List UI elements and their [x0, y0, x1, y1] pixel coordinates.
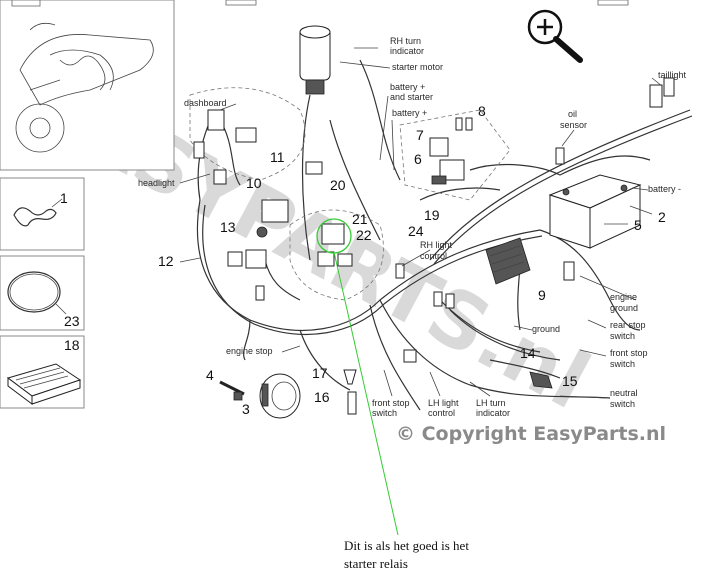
label-battery-plus: battery + [392, 108, 427, 118]
label-dashboard: dashboard [184, 98, 227, 108]
callout-labels: RH turn indicator starter motor battery … [138, 36, 687, 418]
label-oil: oil [568, 109, 577, 119]
starter-motor[interactable] [299, 25, 331, 95]
label-battery-minus: battery - [648, 184, 681, 194]
label-rear-stop: rear stop [610, 320, 646, 330]
label-neutral-switch: switch [610, 399, 635, 409]
part-number-4: 4 [206, 367, 214, 383]
annotation-line-1: Dit is als het goed is het [344, 538, 469, 553]
top-tab-left [225, 0, 257, 6]
bolt-4[interactable] [219, 380, 245, 401]
label-neutral: neutral [610, 388, 638, 398]
part-number-19: 19 [424, 207, 440, 223]
label-lh-light: LH light [428, 398, 459, 408]
part-number-15: 15 [562, 373, 578, 389]
label-engine-ground: ground [610, 303, 638, 313]
part-number-13: 13 [220, 219, 236, 235]
label-battery-plus-and-starter-2: and starter [390, 92, 433, 102]
label-engine: engine [610, 292, 637, 302]
part-number-17: 17 [312, 365, 328, 381]
label-rh-turn-indicator: indicator [390, 46, 424, 56]
label-front-stop: front stop [610, 348, 648, 358]
part-number-18: 18 [64, 337, 80, 353]
engine-stop-connector[interactable] [255, 285, 265, 301]
component-17[interactable] [343, 369, 357, 385]
part-number-12: 12 [158, 253, 174, 269]
part-number-20: 20 [330, 177, 346, 193]
component-16[interactable] [347, 391, 357, 415]
label-rear-stop-switch: switch [610, 331, 635, 341]
relay-group-outline [289, 209, 384, 301]
component-10[interactable] [256, 199, 289, 238]
leader-lines [179, 47, 663, 399]
battery-relay-group-outline [399, 109, 511, 201]
label-front-stop-switch: switch [610, 359, 635, 369]
battery[interactable] [548, 174, 642, 249]
annotation-pointer [333, 251, 399, 536]
starter-relay[interactable] [317, 223, 353, 267]
label-fs-switch: switch [372, 408, 397, 418]
relay-7[interactable] [429, 137, 449, 157]
zoom-in-icon[interactable] [527, 9, 583, 63]
component-11[interactable] [305, 161, 323, 175]
motorcycle-thumbnail[interactable] [0, 0, 175, 171]
label-battery-plus-and-starter-1: battery + [390, 82, 425, 92]
label-headlight: headlight [138, 178, 175, 188]
label-lh-light-control: control [428, 408, 455, 418]
label-ground: ground [532, 324, 560, 334]
part-numbers: 2 3 4 5 6 7 8 9 10 11 12 13 14 15 16 17 … [158, 103, 666, 417]
part-number-5: 5 [634, 217, 642, 233]
part-number-7: 7 [416, 127, 424, 143]
label-taillight: taillight [658, 70, 687, 80]
dashboard-connector[interactable] [193, 109, 257, 185]
engine-ground-connector[interactable] [563, 261, 575, 281]
part-number-16: 16 [314, 389, 330, 405]
component-14[interactable] [489, 359, 561, 379]
label-rh-light: RH light [420, 240, 453, 250]
label-lh-turn: LH turn [476, 398, 506, 408]
part-23-thumbnail[interactable]: 23 [0, 255, 85, 331]
fuse-8[interactable] [455, 117, 473, 131]
annotation-line-2: starter relais [344, 556, 408, 571]
connector-c[interactable] [403, 349, 417, 363]
oil-sensor[interactable] [555, 147, 565, 165]
label-sensor: sensor [560, 120, 587, 130]
part-number-6: 6 [414, 151, 422, 167]
label-engine-stop: engine stop [226, 346, 273, 356]
horn[interactable] [259, 373, 301, 419]
label-starter-motor: starter motor [392, 62, 443, 72]
label-rh-turn: RH turn [390, 36, 421, 46]
part-number-3: 3 [242, 401, 250, 417]
part-1-thumbnail[interactable]: 1 [0, 177, 85, 251]
part-number-11: 11 [270, 149, 285, 165]
part-number-2: 2 [658, 209, 666, 225]
label-rh-light-control: control [420, 251, 447, 261]
part-number-23: 23 [64, 313, 80, 329]
top-tab-right [597, 0, 629, 6]
rh-light-connector[interactable] [395, 263, 405, 279]
copyright-text: © Copyright EasyParts.nl [396, 423, 666, 445]
part-number-14: 14 [520, 345, 536, 361]
part-number-9: 9 [538, 287, 546, 303]
part-number-24: 24 [408, 223, 424, 239]
part-number-22: 22 [356, 227, 372, 243]
part-18-thumbnail[interactable]: 18 [0, 335, 85, 409]
label-fs-front-stop: front stop [372, 398, 410, 408]
regulator-9[interactable] [485, 237, 531, 285]
connector-b[interactable] [445, 293, 455, 309]
taillight-connector[interactable] [649, 77, 675, 108]
connector-a[interactable] [433, 291, 443, 307]
part-number-21: 21 [352, 211, 368, 227]
component-13[interactable] [227, 249, 267, 269]
part-number-1: 1 [60, 190, 68, 206]
spark-cap-15[interactable] [529, 371, 553, 389]
part-number-10: 10 [246, 175, 262, 191]
label-lh-turn-indicator: indicator [476, 408, 510, 418]
relay-6[interactable] [431, 159, 465, 185]
part-number-8: 8 [478, 103, 486, 119]
